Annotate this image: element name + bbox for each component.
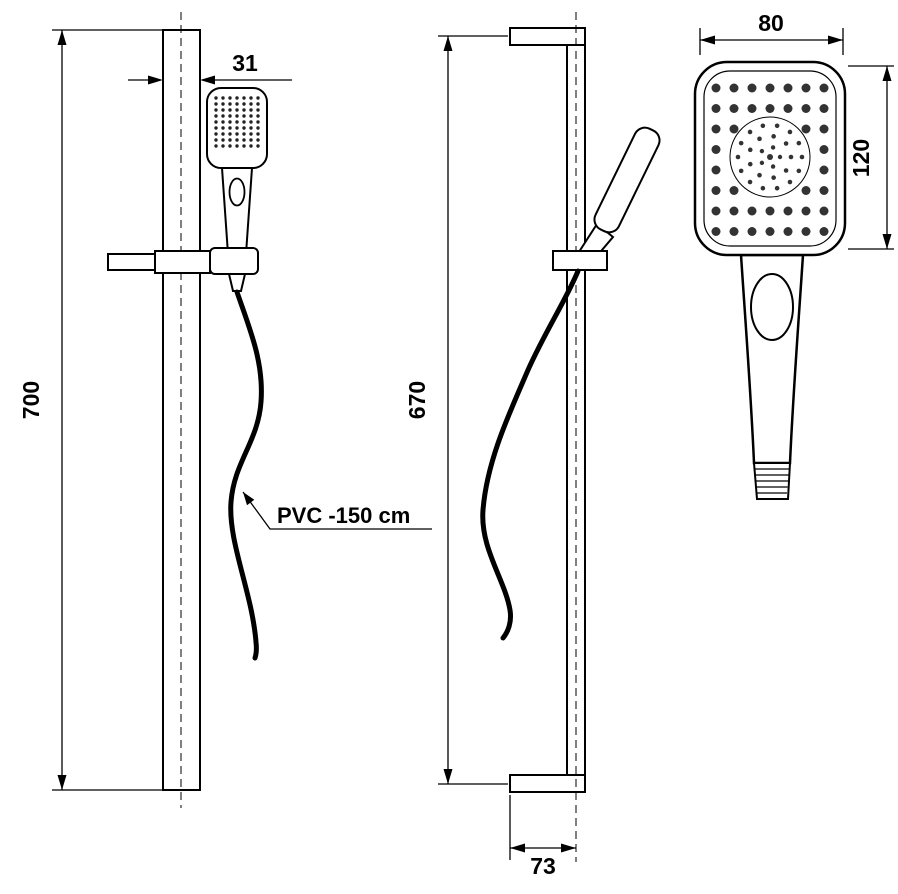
slider-knob: [107, 253, 156, 271]
arrowhead-left-icon: [510, 843, 525, 853]
arrowhead-down-icon: [443, 769, 453, 784]
detail-head-inner-edge: [703, 70, 837, 247]
front-hose: [228, 289, 264, 661]
arrowhead-down-icon: [57, 775, 67, 790]
hose-material-label: PVC -150 cm: [277, 503, 410, 528]
side-offset-label: 73: [530, 853, 556, 879]
detail-thread-connector: [752, 462, 792, 500]
arrowhead-right-icon: [828, 35, 843, 45]
head-height-label: 120: [848, 139, 874, 177]
side-hose: [480, 268, 581, 641]
detail-head-nozzles: [711, 83, 829, 236]
dimension-bar-width: 31: [128, 50, 292, 85]
leader-line: [242, 491, 432, 530]
arrowhead-up-icon: [882, 66, 892, 81]
arrowhead-left-icon: [700, 35, 715, 45]
front-handle-button: [228, 177, 246, 207]
front-height-label: 700: [18, 381, 44, 419]
slider-body: [154, 250, 211, 274]
leader-arrowhead-icon: [243, 492, 255, 506]
hose-label-leader: PVC -150 cm: [242, 491, 432, 530]
arrowhead-up-icon: [57, 30, 67, 45]
side-view: 670 73: [404, 12, 661, 879]
side-top-bracket: [509, 27, 586, 46]
bar-width-label: 31: [232, 50, 258, 76]
detail-center-nozzle: [767, 154, 773, 160]
arrowhead-down-icon: [882, 234, 892, 249]
detail-handle-button: [750, 273, 794, 341]
side-height-label: 670: [404, 381, 430, 419]
detail-center-nozzles-mid: [747, 134, 794, 180]
dimension-side-offset: 73: [509, 795, 576, 879]
dimension-front-height: 700: [18, 29, 162, 791]
front-head-nozzles: [214, 96, 260, 148]
dimension-head-height: 120: [848, 65, 894, 250]
head-width-label: 80: [758, 10, 784, 36]
detail-view: 80 120: [693, 10, 894, 500]
arrowhead-left-icon: [200, 75, 215, 85]
front-hose-connector: [227, 273, 247, 292]
dimension-side-height: 670: [404, 35, 508, 785]
front-holder: [209, 247, 259, 275]
arrowhead-right-icon: [561, 843, 576, 853]
detail-center-nozzles-outer: [735, 123, 805, 191]
arrowhead-right-icon: [148, 75, 163, 85]
detail-center-ring: [729, 116, 811, 198]
front-view: 700 31 PVC -150 cm: [18, 12, 432, 808]
side-shower-head: [593, 126, 661, 234]
side-holder: [552, 250, 608, 271]
dimension-head-width: 80: [699, 10, 844, 55]
side-bottom-bracket: [509, 774, 586, 793]
detail-center-nozzles-inner: [759, 145, 783, 169]
arrowhead-up-icon: [443, 36, 453, 51]
front-handle: [220, 167, 254, 255]
